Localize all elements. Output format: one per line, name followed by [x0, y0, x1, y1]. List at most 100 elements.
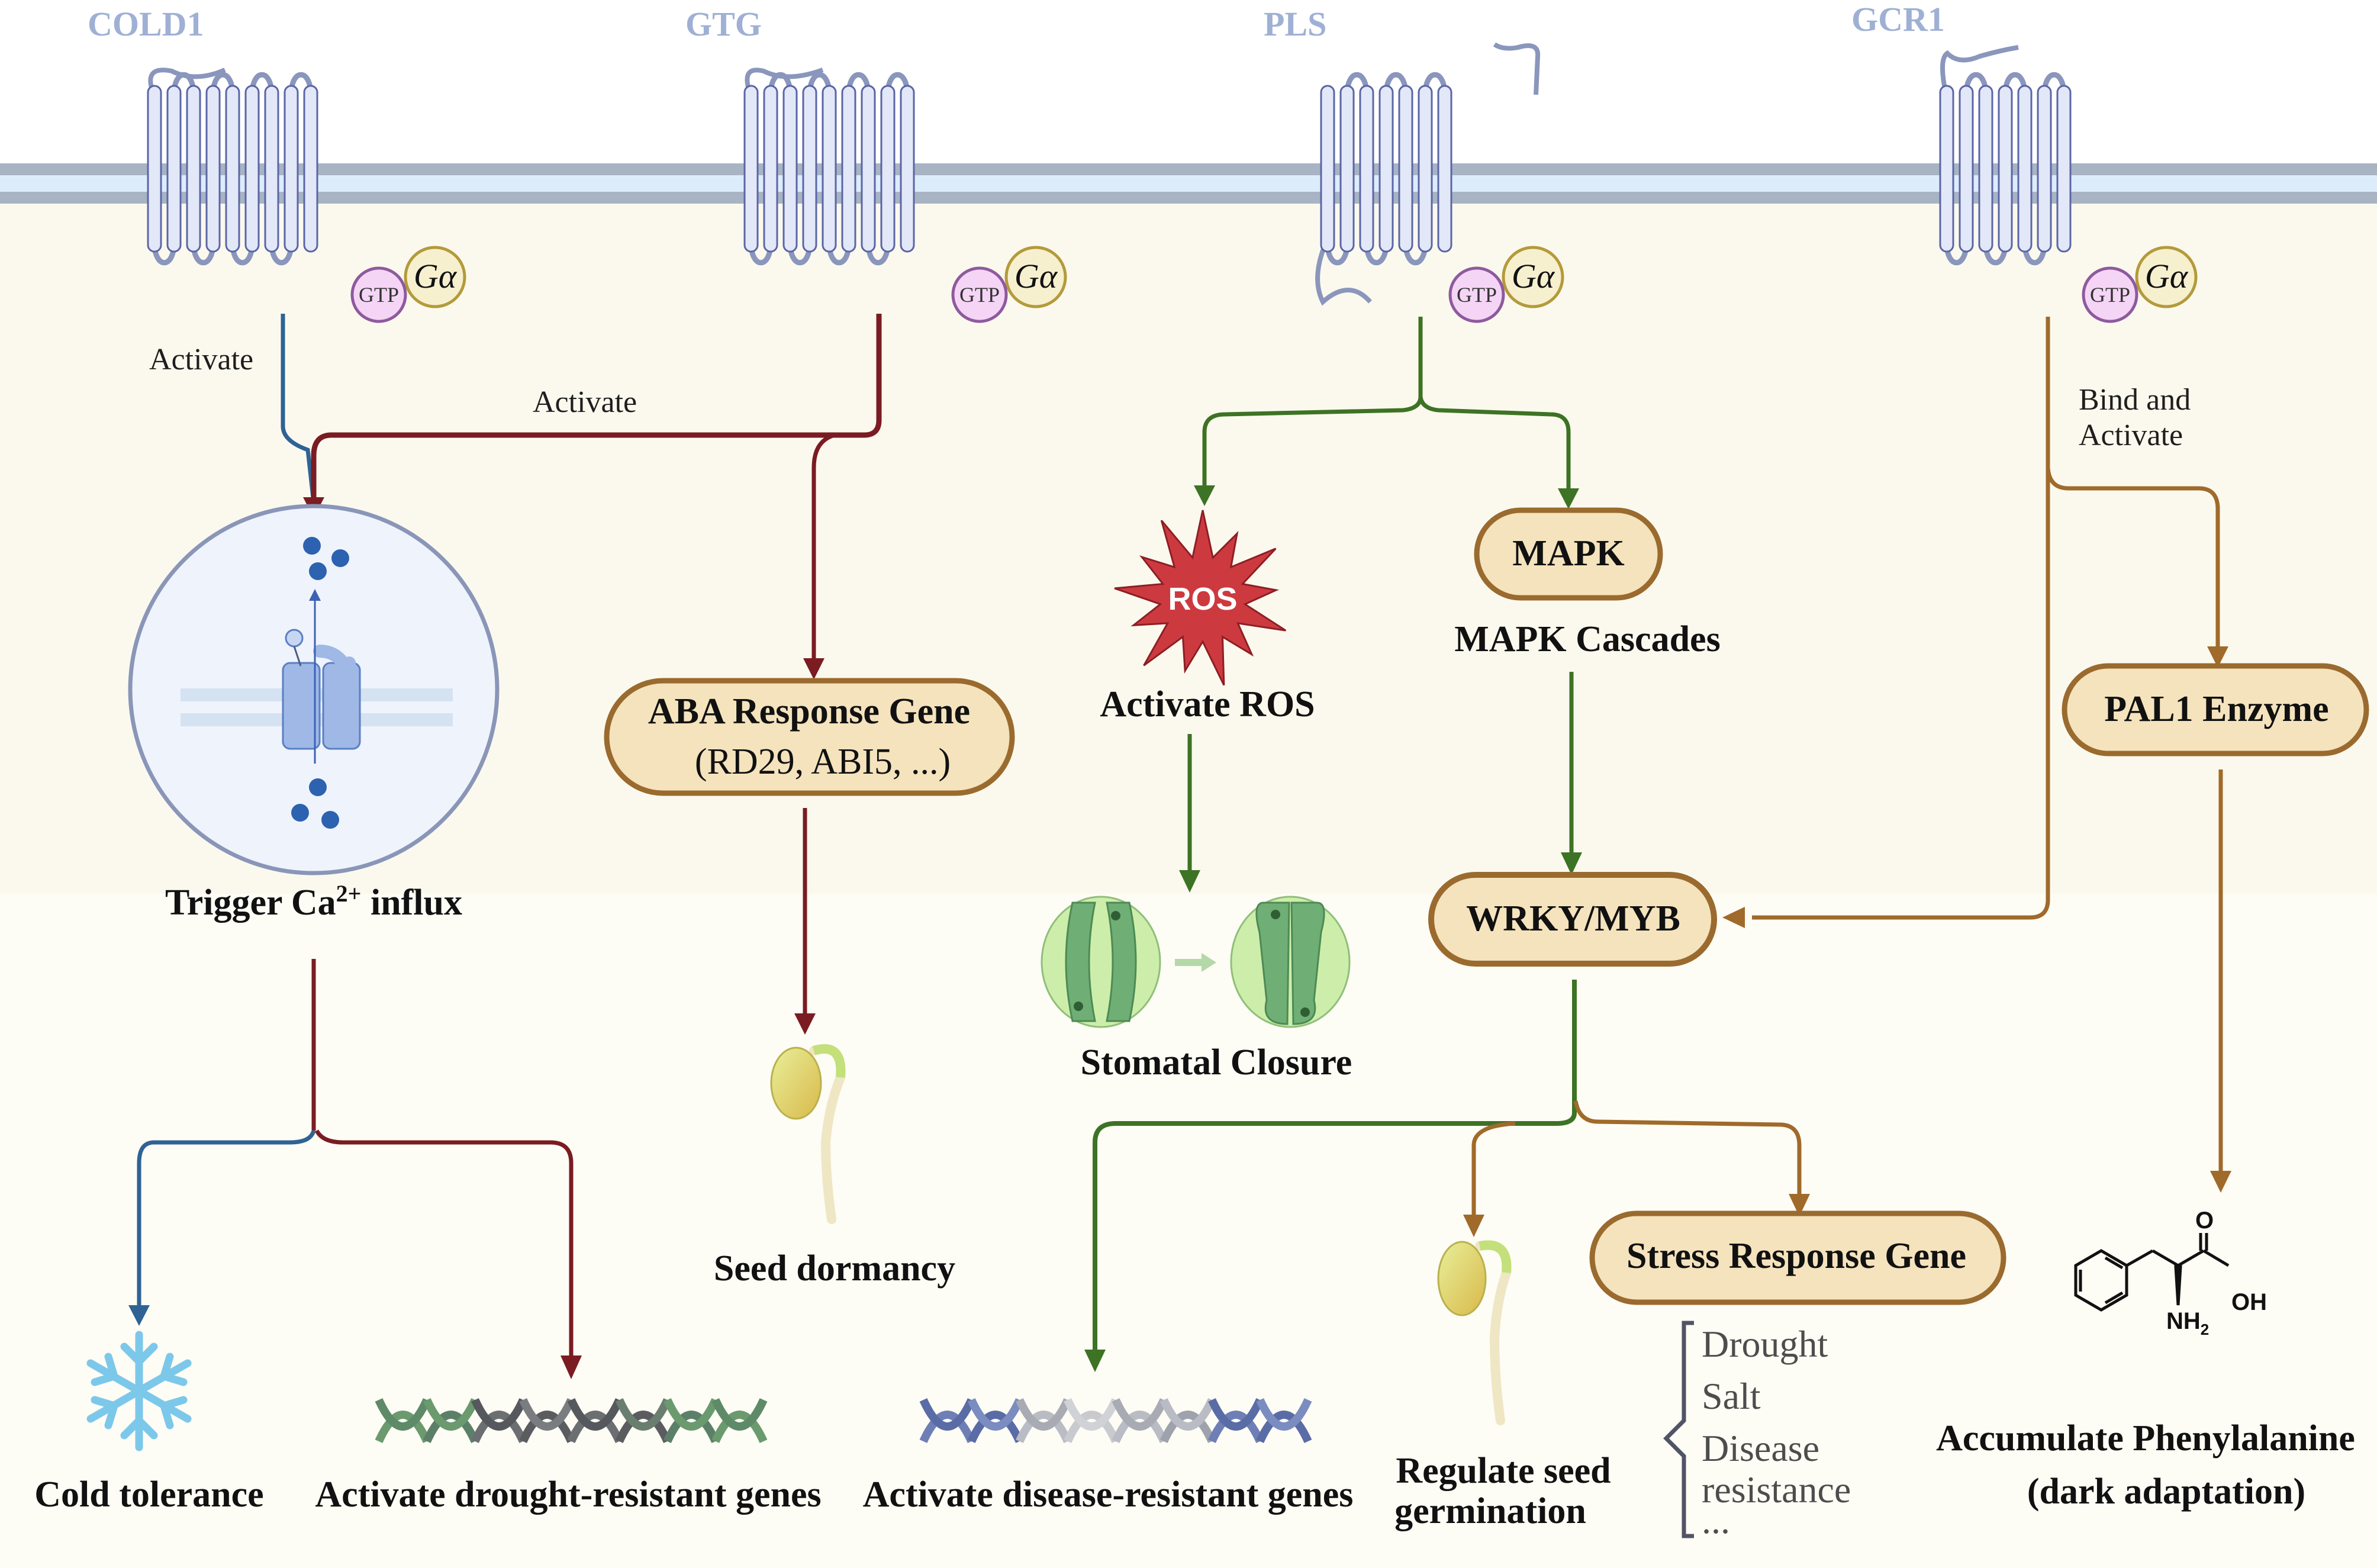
- gtg-activate-line: [311, 314, 882, 503]
- dna-disease-icon: [919, 1398, 1312, 1443]
- transmembrane-helix: [1998, 85, 2013, 253]
- dna-strand-segment: [711, 1411, 768, 1443]
- gtg-to-aba-line: [811, 433, 836, 663]
- transmembrane-helix: [205, 85, 221, 253]
- aba-node-title: ABA Response Gene: [648, 691, 970, 732]
- transmembrane-helix: [1398, 85, 1413, 253]
- transmembrane-helix: [1378, 85, 1394, 253]
- transmembrane-helix: [1437, 85, 1452, 253]
- gtp-label: GTP: [959, 283, 1000, 307]
- g-alpha-subunit: [2135, 246, 2198, 308]
- gtp-molecule: [350, 266, 407, 323]
- pls-branch-line: [1202, 317, 1423, 491]
- stress-node-label: Stress Response Gene: [1626, 1236, 1966, 1276]
- gtp-label: GTP: [1457, 283, 1497, 307]
- transmembrane-helix: [900, 85, 915, 253]
- transmembrane-helix: [225, 85, 240, 253]
- transmembrane-helix: [284, 85, 299, 253]
- pal1-enzyme-node[interactable]: PAL1 Enzyme: [2062, 663, 2369, 756]
- transmembrane-helix: [822, 85, 837, 253]
- stress-item-resistance: resistance: [1702, 1469, 1851, 1511]
- dna-strand-segment: [519, 1411, 575, 1443]
- dna-drought-icon: [375, 1398, 768, 1443]
- cold1-activate-arrow: [281, 314, 316, 504]
- transmembrane-helix: [303, 85, 318, 253]
- dna-strand-segment: [519, 1398, 575, 1431]
- transmembrane-helix: [1939, 85, 1954, 253]
- dna-strand-segment: [1159, 1398, 1216, 1431]
- gtp-label: GTP: [2090, 283, 2130, 307]
- transmembrane-helix: [1359, 85, 1374, 253]
- stomata-arrowhead: [1179, 870, 1200, 893]
- ca-to-cold-line: [137, 1129, 316, 1311]
- transmembrane-helix: [186, 85, 201, 253]
- stoma-transition-arrow: [1175, 953, 1216, 972]
- stress-response-gene-node[interactable]: Stress Response Gene: [1589, 1210, 2006, 1305]
- wrky-to-germination-line: [1471, 1121, 1516, 1219]
- stress-item-salt: Salt: [1702, 1375, 1761, 1417]
- wrky-myb-node[interactable]: WRKY/MYB: [1428, 872, 1717, 967]
- g-alpha-label: Gα: [1512, 257, 1555, 295]
- calcium-channel-icon: [128, 504, 500, 875]
- aba-response-gene-node[interactable]: ABA Response Gene (RD29, ABI5, ...): [604, 678, 1015, 796]
- cold-tolerance-arrowhead: [128, 1305, 150, 1326]
- mapk-node[interactable]: MAPK: [1474, 507, 1663, 601]
- stoma-open-icon: [1041, 896, 1161, 1028]
- phenylalanine-structure-icon: [2074, 1233, 2230, 1312]
- transmembrane-helix: [1418, 85, 1433, 253]
- pal1-arrowhead: [2207, 646, 2228, 668]
- stress-item-drought: Drought: [1702, 1323, 1828, 1365]
- snowflake-icon: [86, 1331, 192, 1451]
- cold-tolerance-caption: Cold tolerance: [34, 1474, 263, 1515]
- dna-strand-segment: [375, 1411, 431, 1443]
- receptor-label-gcr1: GCR1: [1851, 0, 1945, 38]
- transmembrane-helix: [264, 85, 279, 253]
- phenylalanine-caption-1: Accumulate Phenylalanine: [1936, 1418, 2355, 1458]
- gcr1-to-pal1-line: [2046, 467, 2220, 651]
- dna-strand-segment: [1159, 1411, 1216, 1443]
- drought-genes-arrowhead: [561, 1356, 582, 1379]
- dna-strand-segment: [567, 1398, 623, 1431]
- dna-strand-segment: [1064, 1411, 1120, 1443]
- transmembrane-helix: [147, 85, 162, 253]
- mapk-arrowhead: [1558, 488, 1579, 509]
- seed-dormancy-caption: Seed dormancy: [714, 1248, 955, 1289]
- receptor-label-cold1: COLD1: [88, 5, 204, 43]
- dna-strand-segment: [471, 1411, 527, 1443]
- seedling-germination-icon: [1437, 1240, 1512, 1425]
- dna-strand-segment: [423, 1398, 479, 1431]
- disease-genes-caption: Activate disease-resistant genes: [863, 1474, 1354, 1515]
- transmembrane-helix: [1959, 85, 1974, 253]
- transmembrane-helix: [763, 85, 778, 253]
- ros-arrowhead: [1194, 485, 1215, 506]
- phe-carbonyl-oxygen: O: [2195, 1208, 2214, 1234]
- dna-strand-segment: [967, 1411, 1023, 1443]
- stoma-closed-icon: [1230, 896, 1351, 1028]
- dna-strand-segment: [1064, 1398, 1120, 1431]
- seed-germination-caption-2: germination: [1394, 1491, 1586, 1531]
- seed-germination-caption-1: Regulate seed: [1396, 1451, 1611, 1491]
- seed-dormancy-arrowhead: [794, 1013, 816, 1035]
- dna-strand-segment: [615, 1411, 671, 1443]
- dna-strand-segment: [1208, 1411, 1264, 1443]
- gtp-molecule: [951, 266, 1008, 323]
- activate-ros-caption: Activate ROS: [1100, 684, 1315, 725]
- transmembrane-helix: [2017, 85, 2033, 253]
- dna-strand-segment: [615, 1398, 671, 1431]
- ros-badge-label: ROS: [1168, 581, 1237, 617]
- transmembrane-helix: [1320, 85, 1335, 253]
- stomatal-closure-caption: Stomatal Closure: [1081, 1042, 1352, 1083]
- dna-strand-segment: [567, 1411, 623, 1443]
- ca-influx-caption: Trigger Ca2+ influx: [165, 880, 462, 923]
- transmembrane-helix: [244, 85, 260, 253]
- stress-gene-arrowhead: [1789, 1194, 1810, 1216]
- transmembrane-helix: [1978, 85, 1993, 253]
- phe-hydroxyl: OH: [2231, 1289, 2267, 1315]
- dna-strand-segment: [1256, 1398, 1312, 1431]
- receptor-label-gtg: GTG: [685, 5, 762, 43]
- cold1-activate-label: Activate: [149, 343, 253, 376]
